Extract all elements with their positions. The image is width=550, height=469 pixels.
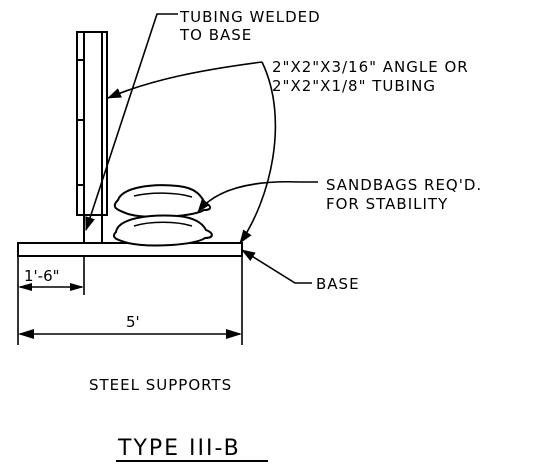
drawing-title: TYPE III-B <box>117 436 241 461</box>
dim-long-arrow-right <box>226 329 242 339</box>
note-sandbags-2: FOR STABILITY <box>326 195 448 213</box>
note-tubing-welded-2: TO BASE <box>179 26 252 44</box>
dim-short-arrow-right <box>70 283 84 291</box>
base-plate <box>17 242 243 257</box>
leader-tubing-welded <box>85 13 178 231</box>
caption: STEEL SUPPORTS <box>89 376 232 394</box>
note-base: BASE <box>316 275 360 293</box>
note-angle-2: 2"X2"X1/8" TUBING <box>272 77 436 95</box>
leader-angle-to-base <box>239 61 277 244</box>
leader-sandbags <box>197 180 318 213</box>
dim-short-arrow-left <box>18 283 32 291</box>
dim-long-arrow-left <box>18 329 34 339</box>
dim-long-label: 5' <box>126 313 140 331</box>
panel-cleat-top <box>101 31 108 216</box>
note-tubing-welded-1: TUBING WELDED <box>179 8 321 26</box>
dim-short-label: 1'-6" <box>24 267 60 285</box>
note-sandbags-1: SANDBAGS REQ'D. <box>326 176 482 194</box>
note-angle-1: 2"X2"X3/16" ANGLE OR <box>272 58 469 76</box>
leader-angle-to-post <box>107 61 263 99</box>
sandbags-icon <box>112 184 213 247</box>
upright-post-face <box>76 31 85 216</box>
upright-post <box>83 31 103 244</box>
leader-base <box>241 249 312 284</box>
